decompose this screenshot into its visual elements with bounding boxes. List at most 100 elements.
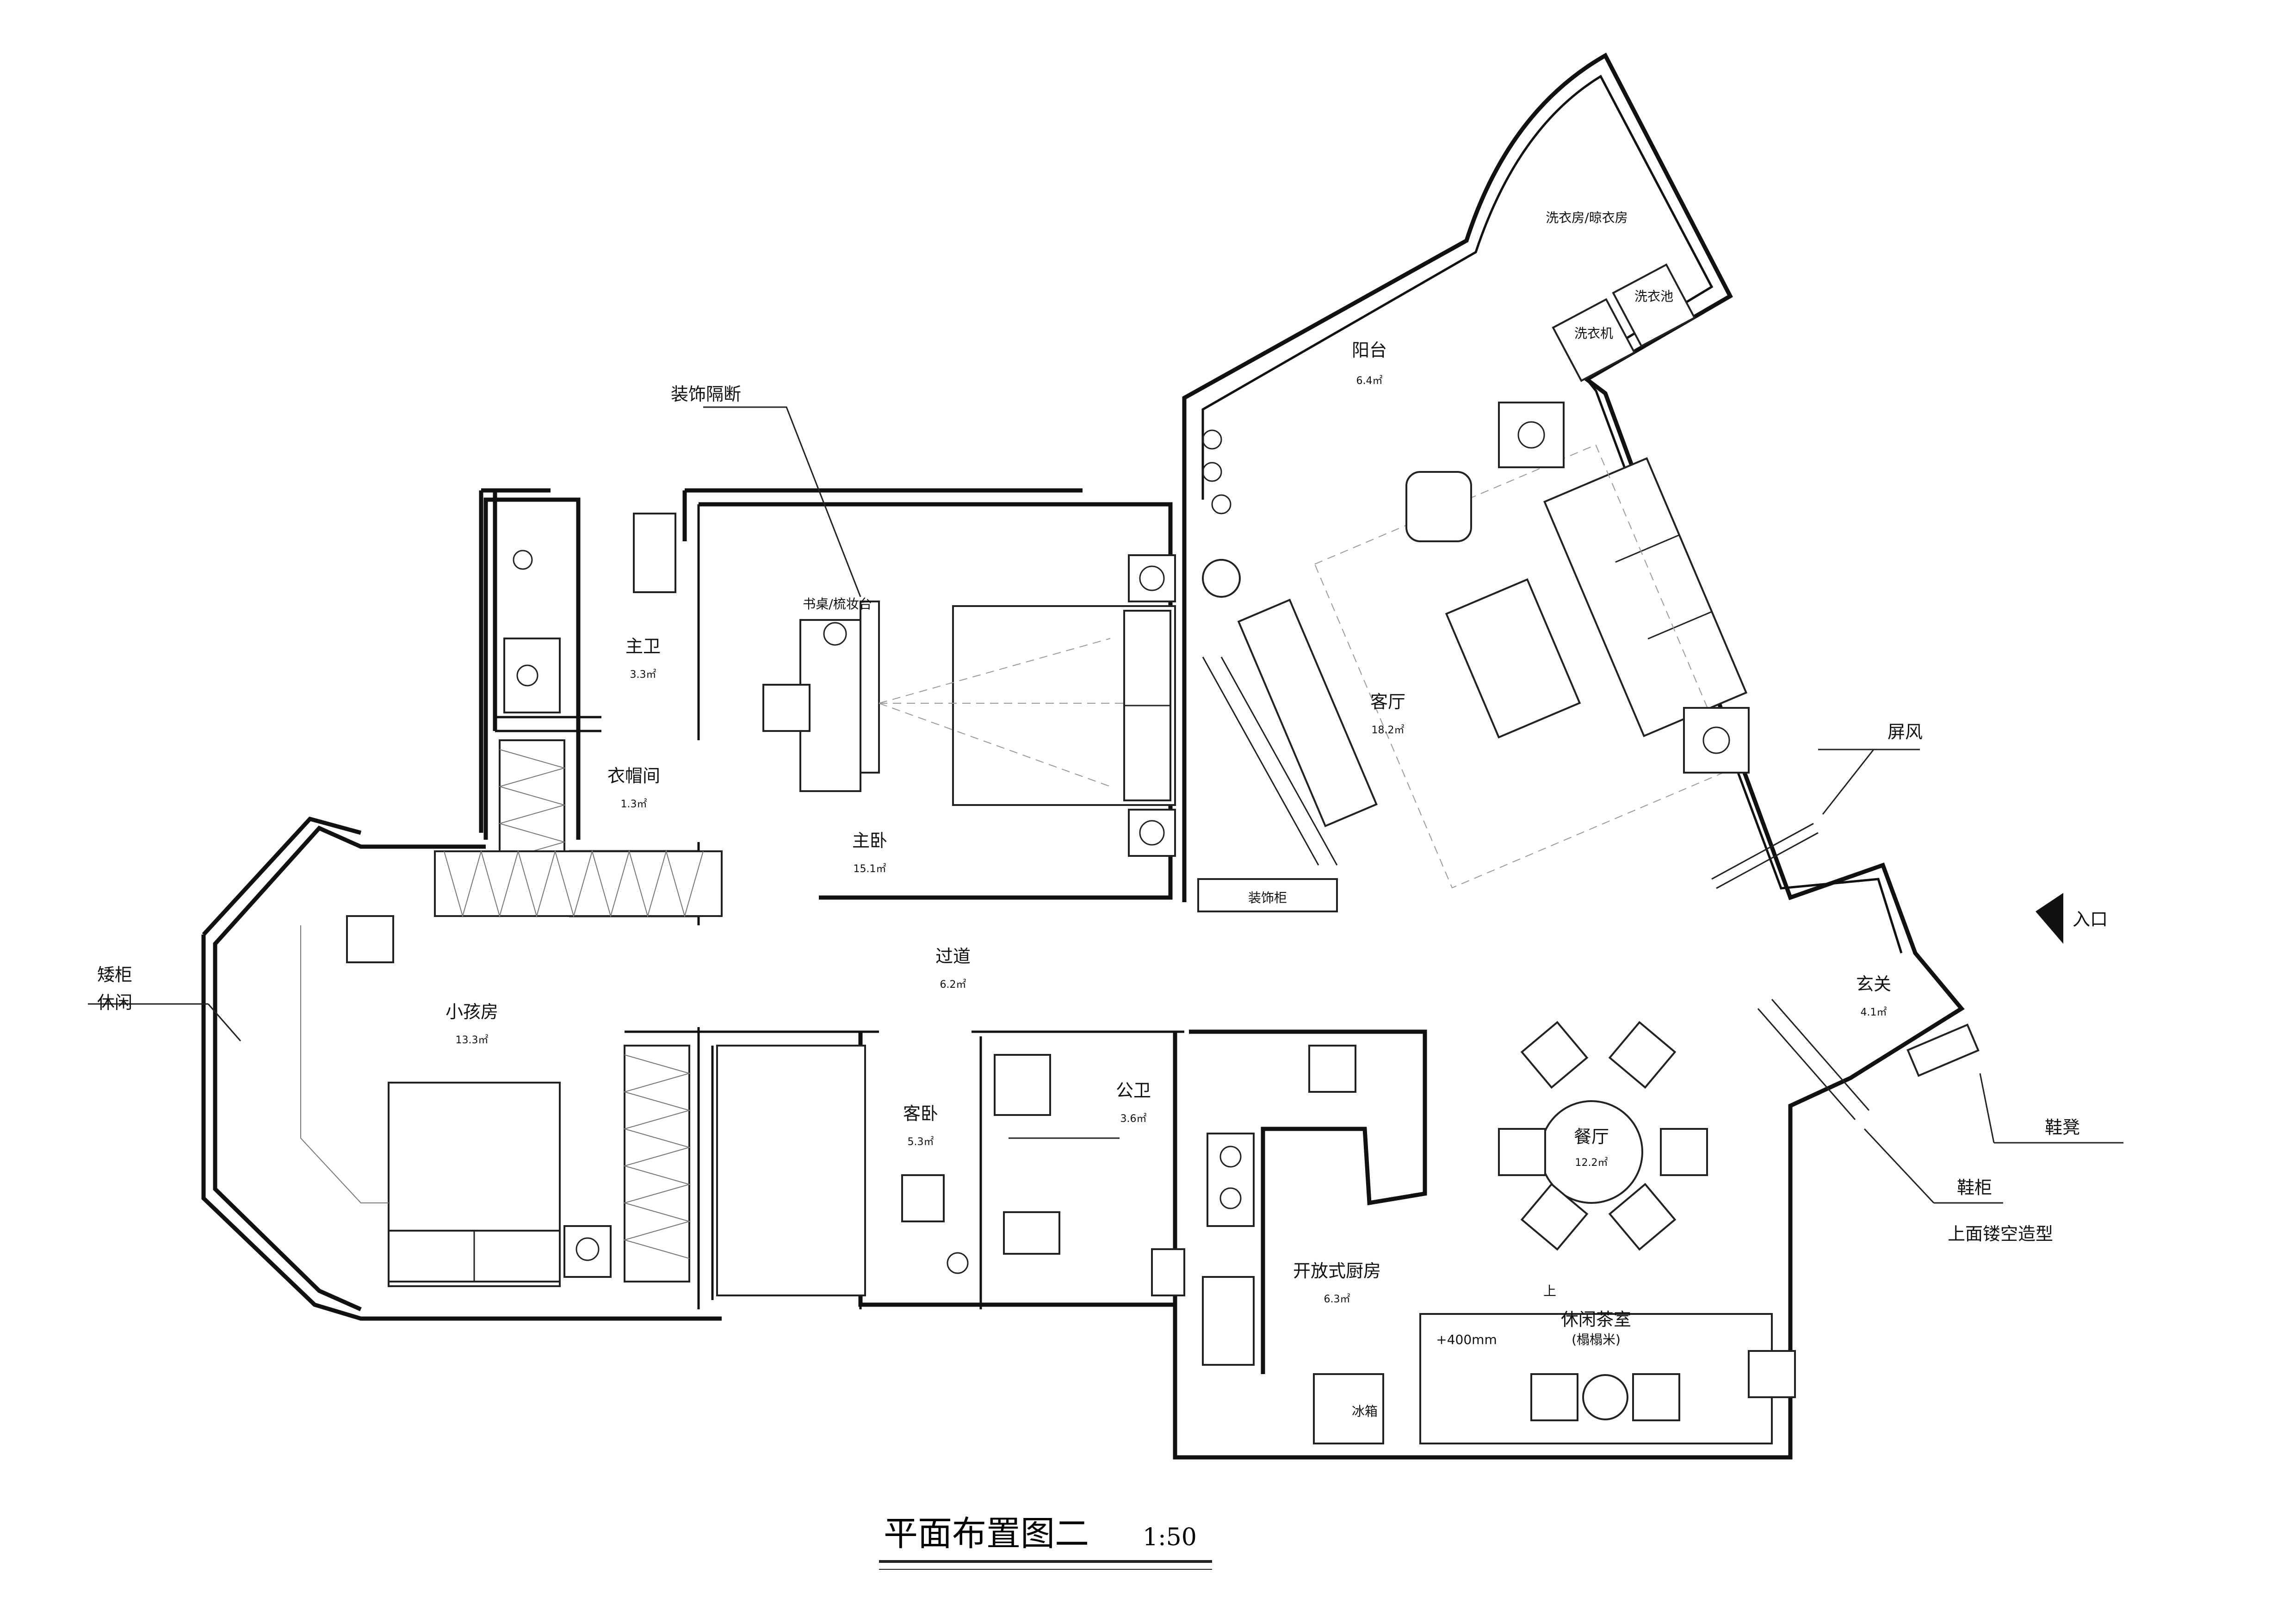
kids-room-outer-line (201, 816, 722, 1321)
balcony-wall (1173, 52, 1965, 1460)
tea-chair-right (1632, 1373, 1680, 1421)
room-name-kitchen: 开放式厨房 (1293, 1261, 1381, 1281)
room-area-kitchen: 6.3㎡ (1324, 1293, 1350, 1305)
dining-chair-1 (1498, 1128, 1546, 1176)
label-fridge: 冰箱 (1352, 1404, 1378, 1419)
dining-chair-6 (1608, 1183, 1677, 1251)
side-table-bottom (1683, 707, 1750, 774)
room-name-public-bath: 公卫 (1116, 1080, 1151, 1101)
tv-cabinet (1237, 599, 1378, 827)
kids-room-bay-wall (213, 497, 581, 1312)
room-area-foyer: 4.1㎡ (1861, 1006, 1887, 1018)
room-labels: 阳台 6.4㎡ 洗衣房/晾衣房 客厅 18.2㎡ 主卫 3.3㎡ 衣帽间 1.3… (446, 210, 1891, 1330)
wardrobe-cloak (434, 739, 723, 918)
room-name-master-bath: 主卫 (625, 636, 661, 657)
room-name-kids-room: 小孩房 (446, 1002, 498, 1022)
kids-chair (346, 915, 394, 963)
room-name-living: 客厅 (1370, 692, 1405, 712)
wardrobe-kids (624, 1045, 690, 1282)
cloak-wall (495, 716, 699, 917)
room-name-tea-room: 休闲茶室 (1561, 1309, 1631, 1330)
washing-machine (1552, 298, 1636, 382)
room-name-cloakroom: 衣帽间 (607, 766, 660, 786)
basin-master (503, 638, 561, 713)
fridge (1313, 1373, 1384, 1444)
living-armchair (1405, 471, 1472, 542)
balcony-inner-line (1201, 74, 1903, 954)
room-area-corridor: 6.2㎡ (940, 979, 966, 991)
guest-desk-chair (901, 1174, 945, 1222)
master-top-wall (479, 488, 1187, 902)
desk-chair (762, 684, 811, 732)
drawing-title-block: 平面布置图二 1:50 (879, 1514, 1212, 1570)
room-area-dining: 12.2㎡ (1575, 1157, 1608, 1169)
decor-cabinet (1197, 878, 1338, 912)
room-name-corridor: 过道 (935, 946, 971, 966)
label-shoe-cabinet-note: 上面镂空造型 (1948, 1224, 2053, 1244)
furniture (300, 263, 2063, 1444)
tea-table (1582, 1374, 1628, 1420)
kitchen-sink (1308, 1045, 1356, 1093)
corridor-bottom-wall (625, 1030, 1184, 1309)
coffee-table (1445, 578, 1581, 739)
kitchen-stove (1207, 1133, 1255, 1227)
bedroom-sightline (879, 638, 1124, 787)
outer-walls (201, 52, 1965, 1460)
label-desk: 书桌/梳妆台 (803, 596, 872, 612)
toilet-master (633, 513, 676, 593)
drawing-scale: 1:50 (1143, 1524, 1197, 1551)
label-washing-machine: 洗衣机 (1574, 326, 1613, 341)
room-name-dining: 餐厅 (1574, 1127, 1609, 1147)
wash-basin (1612, 263, 1696, 347)
room-area-living: 18.2㎡ (1372, 724, 1405, 736)
public-bath-shower (1151, 1248, 1185, 1296)
kids-nightstand (563, 1225, 612, 1278)
label-up: 上 (1543, 1283, 1556, 1299)
shoe-cabinet-diag (1757, 999, 1870, 1120)
nightstand-bottom (1128, 809, 1176, 857)
shoe-bench (1906, 1023, 1980, 1077)
living-set (1237, 444, 1748, 889)
room-area-master-bedroom: 15.1㎡ (854, 863, 886, 875)
dining-chair-5 (1520, 1183, 1589, 1251)
decor-partition-diag (1202, 657, 1338, 866)
room-area-cloakroom: 1.3㎡ (621, 798, 647, 810)
label-decor-cabinet: 装饰柜 (1248, 890, 1287, 905)
public-bath-basin (994, 1054, 1051, 1116)
drawing-title: 平面布置图二 (884, 1514, 1089, 1554)
screen-line (1711, 823, 1819, 889)
tv-unit (860, 601, 880, 774)
room-name-guest-room: 客卧 (903, 1103, 938, 1124)
guest-tatami (716, 1045, 866, 1296)
kitchen-counter-sink (1202, 1276, 1255, 1366)
nightstand-top (1128, 554, 1176, 602)
label-wash-basin: 洗衣池 (1634, 289, 1673, 304)
room-name-balcony: 阳台 (1352, 340, 1387, 360)
kids-bay-line (300, 925, 389, 1203)
side-table-top (1498, 402, 1565, 468)
label-tatami: (榻榻米) (1572, 1332, 1621, 1347)
tea-chair-left (1530, 1373, 1578, 1421)
room-area-public-bath: 3.6㎡ (1120, 1113, 1147, 1125)
annotation-labels: 装饰隔断 书桌/梳妆台 装饰柜 屏风 入口 鞋凳 鞋柜 上面镂空造型 矮柜 休闲… (97, 289, 2108, 1419)
plant-living (1202, 559, 1241, 598)
label-low-cabinet: 矮柜 (97, 965, 132, 985)
label-screen: 屏风 (1888, 722, 1923, 742)
tea-chair-far (1748, 1350, 1796, 1398)
room-area-master-bath: 3.3㎡ (630, 669, 656, 681)
label-shoe-bench: 鞋凳 (2045, 1117, 2080, 1138)
leader-lines (88, 406, 2123, 1204)
label-leisure: 休闲 (97, 992, 132, 1013)
room-area-guest-room: 5.3㎡ (908, 1136, 934, 1148)
dining-chair-4 (1608, 1021, 1677, 1089)
label-floor-height: +400mm (1436, 1332, 1497, 1347)
room-name-foyer: 玄关 (1856, 974, 1891, 994)
entrance-arrow-icon (2036, 893, 2063, 944)
label-decor-partition: 装饰隔断 (671, 384, 741, 404)
room-name-laundry: 洗衣房/晾衣房 (1546, 210, 1628, 225)
label-shoe-cabinet: 鞋柜 (1957, 1177, 1992, 1198)
dining-chair-2 (1660, 1128, 1708, 1176)
dining-chair-3 (1520, 1021, 1589, 1089)
room-name-master-bedroom: 主卧 (852, 830, 887, 851)
